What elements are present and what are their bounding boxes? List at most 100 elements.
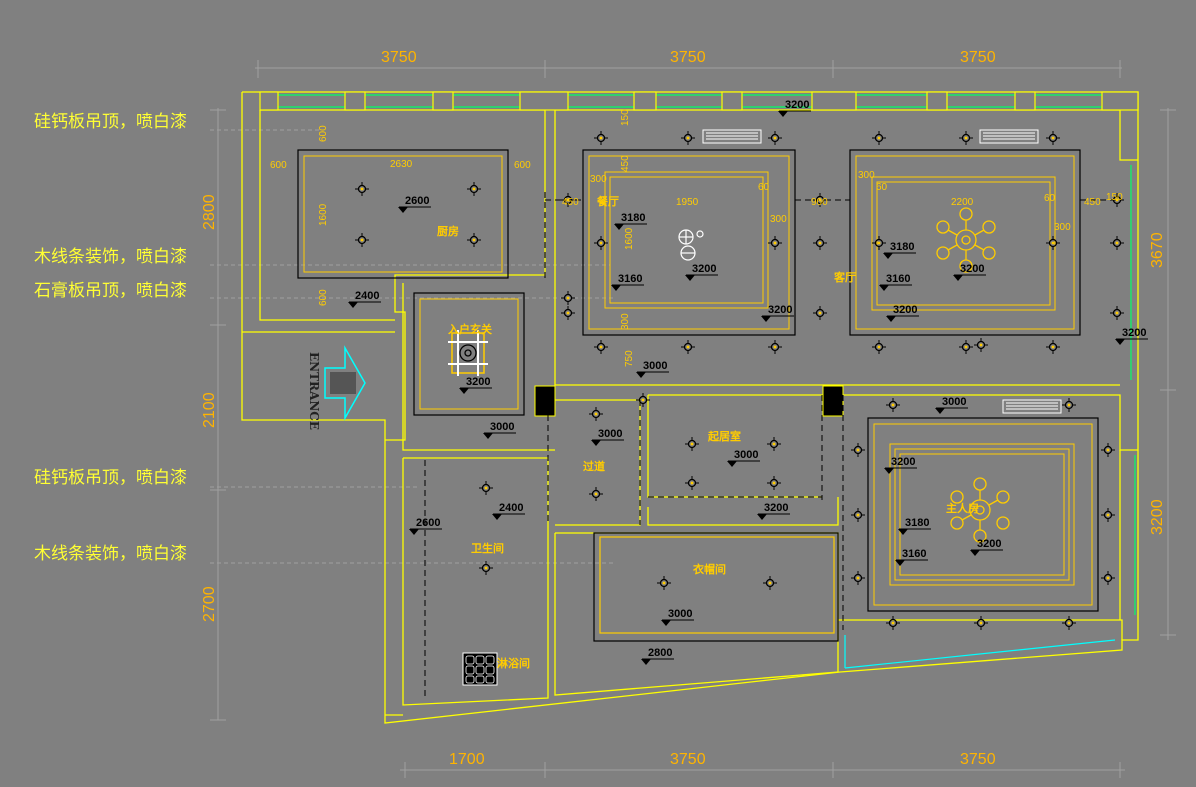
downlight-icon (1046, 131, 1060, 145)
downlight-icon (685, 476, 699, 490)
ceiling-height-value: 3200 (692, 263, 716, 275)
ceiling-height-value: 3200 (960, 263, 984, 275)
downlight-icon (886, 616, 900, 630)
downlight-icon (959, 131, 973, 145)
downlight-icon (851, 443, 865, 457)
inner-dim: 60 (758, 182, 770, 193)
downlight-icon (589, 407, 603, 421)
ceiling-height-marker: 3200 (778, 99, 811, 117)
ceiling-height-value: 3000 (643, 360, 667, 372)
downlight-icon (813, 236, 827, 250)
downlight-icon (594, 340, 608, 354)
downlight-icon (1046, 340, 1060, 354)
dim-top-1: 3750 (381, 49, 417, 66)
downlight-icon (479, 561, 493, 575)
dim-left-2: 2100 (201, 392, 218, 428)
room-label-closet: 衣帽间 (693, 562, 726, 576)
entry-ceiling (413, 292, 525, 416)
ac-vent-icon (702, 129, 1062, 414)
walls (241, 91, 1139, 724)
room-label-living: 客厅 (833, 270, 856, 284)
inner-dim: 2630 (390, 159, 413, 170)
downlight-icon (681, 340, 695, 354)
entrance-arrow-icon (324, 345, 366, 421)
ceiling-height-value: 2600 (416, 517, 440, 529)
inner-dim: 300 (858, 170, 875, 181)
downlight-icon (594, 131, 608, 145)
downlight-icon (561, 291, 575, 305)
shower-grid-icon (462, 652, 498, 686)
balcony-line (844, 639, 1116, 669)
ceiling-height-value: 2600 (405, 195, 429, 207)
downlight-icon (636, 393, 650, 407)
ceiling-height-value: 3000 (668, 608, 692, 620)
ceiling-height-value: 2400 (355, 290, 379, 302)
downlight-icon (1101, 508, 1115, 522)
inner-dim: 150 (620, 109, 631, 126)
ceiling-height-marker: 3200 (1115, 327, 1148, 345)
downlights (355, 131, 1124, 630)
window-piers (259, 91, 1139, 111)
ceiling-height-marker: 3180 (614, 212, 647, 230)
downlight-icon (768, 131, 782, 145)
ceiling-height-value: 3000 (942, 396, 966, 408)
dim-bottom-3: 3750 (960, 751, 996, 768)
downlight-icon (959, 340, 973, 354)
ceiling-height-value: 3180 (621, 212, 645, 224)
dim-top-2: 3750 (670, 49, 706, 66)
inner-dim: 600 (270, 160, 287, 171)
inner-dim: 1600 (318, 203, 329, 226)
inner-dim: 150 (1106, 192, 1123, 203)
ceiling-height-marker: 2400 (348, 290, 381, 308)
columns (534, 385, 844, 417)
room-label-shower: 淋浴间 (497, 656, 530, 670)
ceiling-height-value: 3200 (891, 456, 915, 468)
ceiling-height-marker: 3000 (727, 449, 760, 467)
ceiling-height-marker: 3200 (757, 502, 790, 520)
ceiling-height-value: 3200 (466, 376, 490, 388)
ceiling-height-marker: 3160 (611, 273, 644, 291)
downlight-icon (467, 182, 481, 196)
downlight-icon (1062, 398, 1076, 412)
inner-dim: 300 (770, 214, 787, 225)
downlight-icon (872, 131, 886, 145)
ceiling-height-value: 3200 (768, 304, 792, 316)
ceiling-height-marker: 3000 (636, 360, 669, 378)
inner-dim: 300 (590, 174, 607, 185)
windows (278, 94, 1136, 615)
room-label-bath: 卫生间 (471, 541, 504, 555)
inner-dim: 60 (1044, 193, 1056, 204)
ceiling-height-marker: 3160 (895, 548, 928, 566)
downlight-icon (813, 306, 827, 320)
dim-top-3: 3750 (960, 49, 996, 66)
downlight-icon (594, 236, 608, 250)
downlight-icon (1101, 443, 1115, 457)
ceiling-height-marker: 3200 (459, 376, 492, 394)
room-label-corridor: 过道 (583, 459, 605, 473)
downlight-icon (479, 481, 493, 495)
room-label-master: 主人房 (946, 501, 979, 515)
room-label-study: 起居室 (707, 429, 741, 443)
downlight-icon (767, 437, 781, 451)
downlight-icon (657, 576, 671, 590)
ceiling-height-marker: 3200 (886, 304, 919, 322)
inner-dim: 300 (620, 313, 631, 330)
downlight-icon (561, 306, 575, 320)
ceiling-height-marker: 3200 (884, 456, 917, 474)
entrance-label: ENTRANCE (307, 352, 321, 430)
downlight-icon (767, 476, 781, 490)
ceiling-height-marker: 3200 (761, 304, 794, 322)
downlight-icon (974, 616, 988, 630)
ceiling-height-value: 3180 (905, 517, 929, 529)
dining-lamp-icon (678, 229, 704, 261)
dim-left-1: 2800 (201, 194, 218, 230)
downlight-icon (851, 508, 865, 522)
ceiling-height-value: 3200 (977, 538, 1001, 550)
dashed-partitions (424, 192, 1120, 700)
ceiling-height-value: 3200 (785, 99, 809, 111)
downlight-icon (467, 233, 481, 247)
downlight-icon (1110, 193, 1124, 207)
downlight-icon (1110, 306, 1124, 320)
downlight-icon (1101, 571, 1115, 585)
